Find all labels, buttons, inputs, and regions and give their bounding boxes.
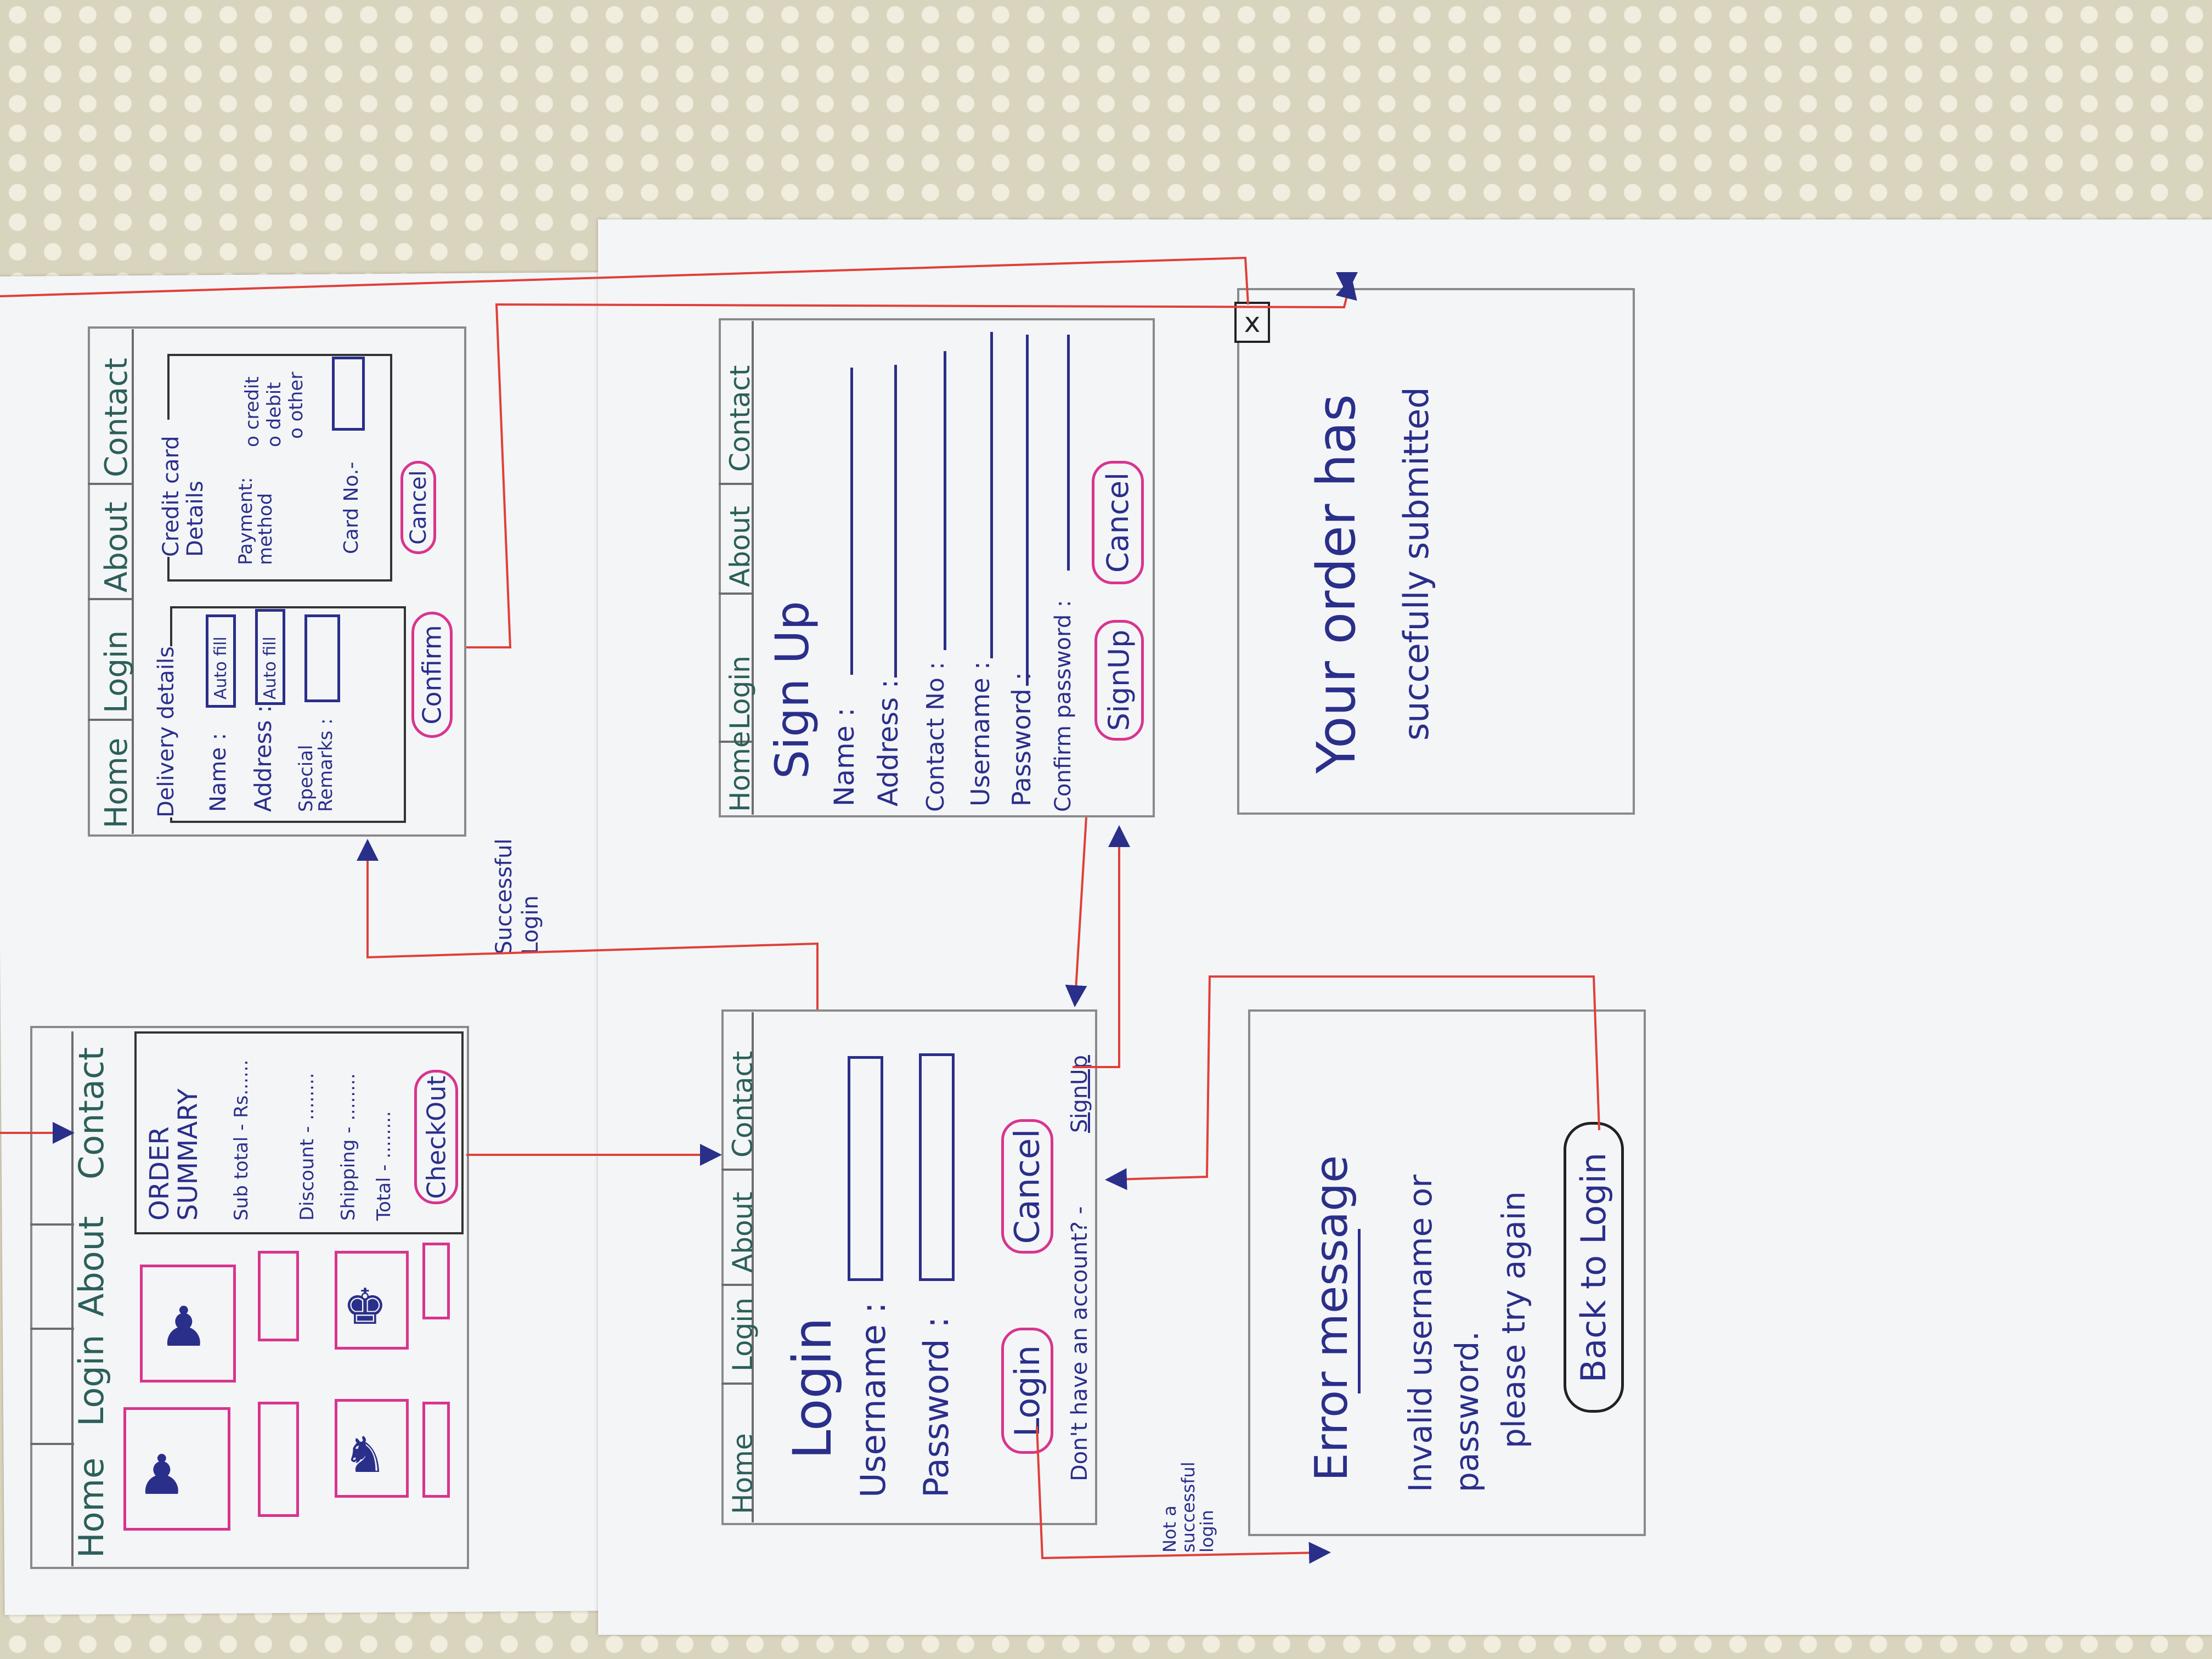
login-username-input[interactable] [848, 1056, 883, 1281]
signup-contact-input[interactable] [944, 351, 946, 650]
product-image-2[interactable] [140, 1265, 236, 1383]
signup-name-input[interactable] [850, 368, 853, 675]
close-icon-glyph: x [1244, 306, 1261, 338]
autofill-address-field[interactable] [255, 609, 285, 705]
autofill-name-field[interactable] [206, 614, 236, 708]
order-summary-box [134, 1031, 464, 1234]
signup-cancel-button[interactable]: Cancel [1092, 461, 1144, 584]
checkout-button[interactable]: CheckOut [414, 1070, 458, 1204]
back-to-login-button[interactable]: Back to Login [1564, 1122, 1624, 1413]
signup-address-input[interactable] [894, 365, 897, 678]
signup-button[interactable]: SignUp [1094, 620, 1144, 741]
special-remarks-field[interactable] [304, 614, 340, 702]
figure-icon-2: ♟ [159, 1295, 208, 1359]
product-button-2[interactable] [258, 1251, 299, 1341]
login-cancel-button[interactable]: Cancel [1001, 1119, 1053, 1254]
product-image-3[interactable] [335, 1399, 409, 1498]
login-password-input[interactable] [919, 1053, 955, 1281]
figure-icon-4: ♚ [343, 1278, 387, 1336]
signup-page-frame [719, 318, 1155, 817]
confirm-button[interactable]: Confirm [411, 612, 453, 738]
product-image-1[interactable] [123, 1407, 230, 1531]
signup-username-input[interactable] [990, 332, 993, 658]
login-button[interactable]: Login [1001, 1328, 1053, 1454]
checkout-cancel-button[interactable]: Cancel [400, 461, 436, 554]
signup-password-input[interactable] [1026, 335, 1029, 686]
product-button-3[interactable] [422, 1402, 450, 1498]
figure-icon-1: ♟ [137, 1443, 187, 1507]
card-no-field[interactable] [332, 357, 365, 431]
close-icon[interactable]: x [1234, 302, 1270, 343]
delivery-details-box [170, 606, 406, 823]
signup-confirm-password-input[interactable] [1067, 335, 1070, 571]
product-button-4[interactable] [422, 1243, 450, 1319]
error-popup [1248, 1009, 1646, 1536]
success-popup [1237, 288, 1635, 815]
figure-icon-3: ♞ [343, 1426, 387, 1484]
product-button-1[interactable] [258, 1402, 299, 1517]
product-image-4[interactable] [335, 1251, 409, 1350]
